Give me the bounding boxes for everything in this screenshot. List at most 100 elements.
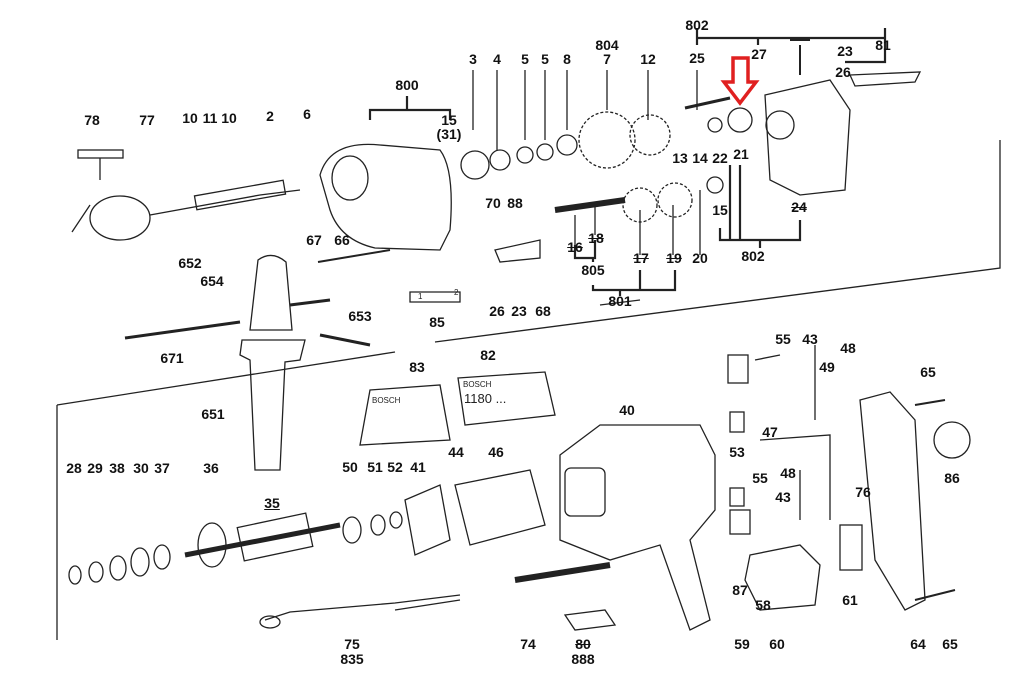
label-835: 835: [340, 651, 364, 667]
label-74: 74: [520, 636, 536, 652]
label-10: 10: [182, 110, 198, 126]
label-20: 20: [692, 250, 708, 266]
nameplate-82-brand: BOSCH: [463, 380, 492, 389]
nameplate-83-brand: BOSCH: [372, 396, 401, 405]
label-801: 801: [608, 293, 632, 309]
label-5b: 5: [521, 51, 529, 67]
label-82: 82: [480, 347, 496, 363]
label-800: 800: [395, 77, 419, 93]
label-43: 43: [802, 331, 818, 347]
label-5: 5: [541, 51, 549, 67]
label-802: 802: [685, 17, 709, 33]
plate-85-left: 1: [418, 292, 423, 301]
label-7: 7: [603, 51, 611, 67]
label-13: 13: [672, 150, 688, 166]
chuck: [89, 195, 151, 241]
label-43b: 43: [775, 489, 791, 505]
label-16: 16: [567, 239, 583, 255]
label-59: 59: [734, 636, 750, 652]
label-65b: 65: [942, 636, 958, 652]
label-60: 60: [769, 636, 785, 652]
label-11: 11: [202, 110, 218, 126]
label-68: 68: [535, 303, 551, 319]
label-78: 78: [84, 112, 100, 128]
label-85: 85: [429, 314, 445, 330]
label-653: 653: [348, 308, 372, 324]
label-3: 3: [469, 51, 477, 67]
label-654: 654: [200, 273, 224, 289]
label-15b: 15: [712, 202, 728, 218]
fan-baffle-41: [404, 484, 451, 556]
label-804: 804: [595, 37, 619, 53]
label-58: 58: [755, 597, 771, 613]
nameplate-82: [457, 371, 556, 426]
gear-12: [629, 114, 671, 156]
gear-housing: [319, 143, 452, 251]
label-35: 35: [264, 495, 280, 511]
chuck-key: [77, 149, 124, 159]
label-46: 46: [488, 444, 504, 460]
label-49: 49: [819, 359, 835, 375]
capacitor-61: [839, 524, 863, 571]
tube-74: [514, 562, 611, 583]
label-38: 38: [109, 460, 125, 476]
label-23b: 23: [511, 303, 527, 319]
label-805: 805: [581, 262, 605, 278]
label-28: 28: [66, 460, 82, 476]
label-65: 65: [920, 364, 936, 380]
label-52: 52: [387, 459, 403, 475]
label-36: 36: [203, 460, 219, 476]
label-67: 67: [306, 232, 322, 248]
spindle: [193, 179, 287, 211]
motor-housing-40: [559, 424, 716, 631]
label-12: 12: [640, 51, 656, 67]
switch-58: [744, 544, 821, 611]
label-53: 53: [729, 444, 745, 460]
label-77: 77: [139, 112, 155, 128]
label-26: 26: [835, 64, 851, 80]
bearing-3: [460, 150, 490, 180]
label-83: 83: [409, 359, 425, 375]
frame-line: [56, 351, 396, 406]
label-86: 86: [944, 470, 960, 486]
label-4: 4: [493, 51, 501, 67]
label-652: 652: [178, 255, 202, 271]
armature: [236, 512, 314, 562]
label-70: 70: [485, 195, 501, 211]
label-76: 76: [855, 484, 871, 500]
label-23: 23: [837, 43, 853, 59]
label-888: 888: [571, 651, 595, 667]
bracket-802-top: [695, 28, 887, 64]
side-handle-grip: [239, 339, 306, 471]
label-44: 44: [448, 444, 464, 460]
label-80: 80: [575, 636, 591, 652]
label-40: 40: [619, 402, 635, 418]
label-87: 87: [732, 582, 748, 598]
gear-7: [578, 111, 636, 169]
label-22: 22: [712, 150, 728, 166]
part-86: [933, 421, 971, 459]
handle-shell-64: [859, 391, 926, 611]
label-8: 8: [563, 51, 571, 67]
label-14: 14: [692, 150, 708, 166]
plate-85-right: 2: [454, 288, 459, 297]
label-10b: 10: [221, 110, 237, 126]
label-48: 48: [840, 340, 856, 356]
bracket-800: [368, 108, 452, 120]
label-81: 81: [875, 37, 891, 53]
bracket-802-bottom: [718, 165, 802, 248]
part-21: [727, 107, 753, 133]
label-21: 21: [733, 146, 749, 162]
frame-line: [434, 140, 1001, 343]
label-75: 75: [344, 636, 360, 652]
label-50: 50: [342, 459, 358, 475]
nameplate-82-model: 1180 ...: [464, 391, 507, 406]
label-55: 55: [775, 331, 791, 347]
bracket-801: [591, 270, 677, 296]
label-671: 671: [160, 350, 184, 366]
label-25: 25: [689, 50, 705, 66]
label-66: 66: [334, 232, 350, 248]
label-61: 61: [842, 592, 858, 608]
label-2: 2: [266, 108, 274, 124]
